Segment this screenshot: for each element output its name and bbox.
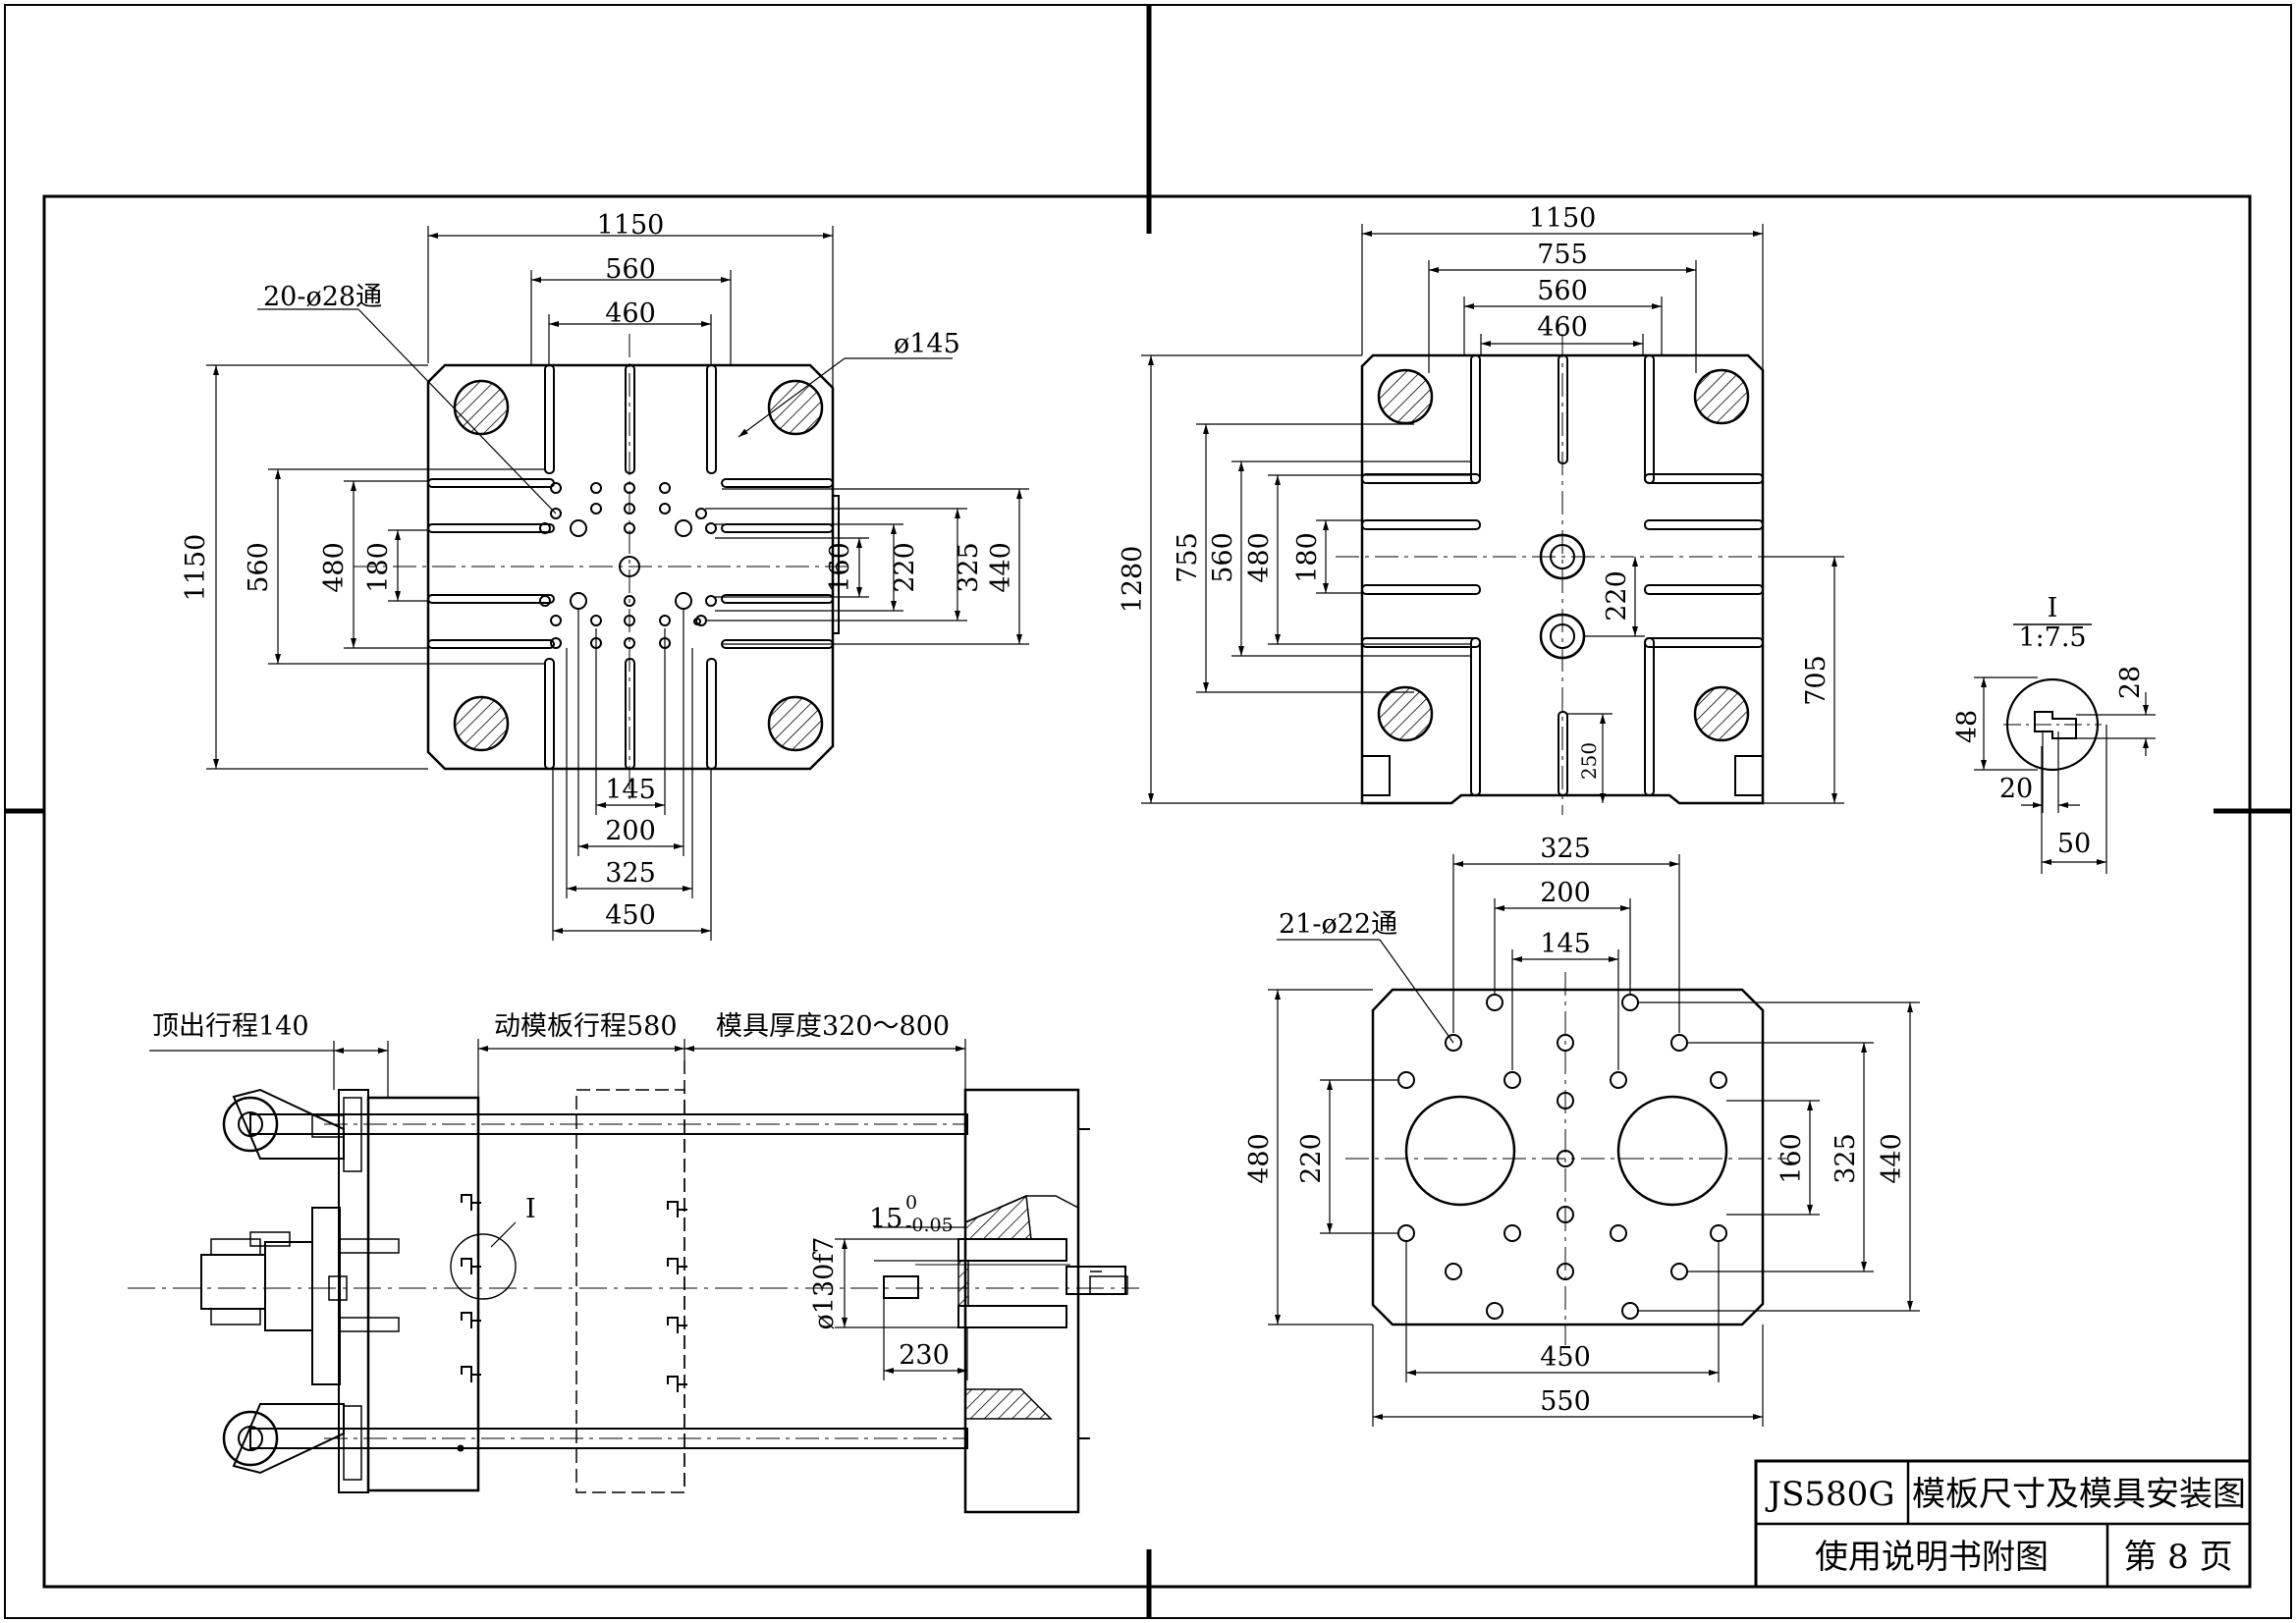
detail-dim-48: 48 <box>1952 710 1983 743</box>
detail-labels: I 1:7.5 48 28 20 50 <box>1952 593 2146 859</box>
mold-hole-note: 21-ø22通 <box>1279 909 1397 940</box>
fp-dim-left-755: 755 <box>1173 532 1203 583</box>
model-number: JS580G <box>1766 1475 1895 1514</box>
side-detail-ref: I <box>525 1194 536 1224</box>
tolerance-main: 15 <box>869 1204 902 1234</box>
fp-dim-left-560: 560 <box>1208 532 1238 583</box>
mold-dim-200: 200 <box>1540 878 1591 908</box>
side-diameter: ø130f7 <box>809 1237 840 1330</box>
fp-dim-250: 250 <box>1577 742 1601 780</box>
mp-dim-left-180: 180 <box>363 542 394 593</box>
mp-dim-right-440: 440 <box>986 542 1016 593</box>
fixed-platen-labels: 1150 755 560 460 1280 755 560 480 180 22… <box>1118 203 1831 780</box>
fp-dim-755: 755 <box>1537 240 1588 270</box>
mold-dim-550: 550 <box>1540 1386 1591 1417</box>
mold-dim-160: 160 <box>1777 1133 1807 1184</box>
side-view <box>128 1039 1139 1514</box>
detail-dim-28: 28 <box>2115 666 2146 699</box>
fp-tie-rod-holes <box>1377 368 1750 742</box>
tolerance-lower: -0.05 <box>905 1215 954 1236</box>
mold-dim-480: 480 <box>1244 1133 1275 1184</box>
mp-rod-note: ø145 <box>894 329 960 359</box>
moving-platen-dims <box>206 226 1029 941</box>
detail-dim-20: 20 <box>1999 774 2033 804</box>
mold-dim-450: 450 <box>1540 1342 1591 1373</box>
fp-dim-width: 1150 <box>1529 203 1597 234</box>
mold-plate-view <box>1268 854 1920 1427</box>
detail-view <box>1974 623 2156 874</box>
side-length: 230 <box>899 1340 950 1371</box>
fp-dim-705: 705 <box>1801 655 1831 706</box>
mp-dim-right-160: 160 <box>825 542 855 593</box>
mp-dim-bottom-145: 145 <box>605 775 656 805</box>
mp-dim-bottom-450: 450 <box>605 900 656 931</box>
side-t-slots <box>461 1194 687 1392</box>
mp-dim-560: 560 <box>605 254 656 285</box>
mp-hole-note: 20-ø28通 <box>263 282 382 312</box>
fp-dim-height: 1280 <box>1118 546 1148 614</box>
mold-dim-right-325: 325 <box>1831 1133 1861 1184</box>
title-block-text: JS580G 模板尺寸及模具安装图 使用说明书附图 第 8 页 <box>1766 1475 2246 1577</box>
page-number: 第 8 页 <box>2123 1538 2232 1577</box>
mp-dim-width: 1150 <box>597 210 665 241</box>
mold-dim-325: 325 <box>1540 834 1591 864</box>
fp-dim-left-180: 180 <box>1292 532 1323 583</box>
detail-name: I <box>2048 593 2058 623</box>
tie-rod-holes <box>453 379 824 752</box>
drawing-subtitle: 使用说明书附图 <box>1815 1538 2049 1577</box>
side-view-dims <box>149 1039 968 1380</box>
mp-dim-height: 1150 <box>181 534 211 602</box>
ejector-stroke-label: 顶出行程140 <box>152 1011 309 1042</box>
moving-stroke-label: 动模板行程580 <box>494 1011 678 1042</box>
sheet-frame <box>4 4 2292 1619</box>
mp-dim-460: 460 <box>605 298 656 329</box>
fp-dim-left-480: 480 <box>1244 532 1275 583</box>
mp-dim-bottom-200: 200 <box>605 816 656 846</box>
mp-dim-left-560: 560 <box>244 542 274 593</box>
mold-dim-220: 220 <box>1296 1133 1327 1184</box>
title-block <box>1754 1459 2252 1589</box>
detail-scale: 1:7.5 <box>2018 622 2086 653</box>
tolerance-upper: 0 <box>905 1192 917 1214</box>
mold-mounting-holes <box>539 482 717 649</box>
mold-plate-dims <box>1268 854 1920 1427</box>
mold-plate-labels: 325 200 145 21-ø22通 480 220 160 325 440 … <box>1244 834 1907 1417</box>
side-view-labels: 顶出行程140 动模板行程580 模具厚度320～800 I 15 0 -0.0… <box>152 1011 954 1371</box>
mold-thickness-label: 模具厚度320～800 <box>716 1011 950 1042</box>
drawing-title: 模板尺寸及模具安装图 <box>1912 1475 2246 1514</box>
moving-platen-labels: 1150 560 460 20-ø28通 ø145 1150 560 480 1… <box>181 210 1016 931</box>
mp-dim-bottom-325: 325 <box>605 858 656 889</box>
mp-holes <box>1397 994 1727 1320</box>
mp-dim-left-480: 480 <box>319 542 350 593</box>
fp-dim-460: 460 <box>1537 312 1588 343</box>
mold-dim-145: 145 <box>1540 929 1591 959</box>
fp-dim-560: 560 <box>1537 276 1588 306</box>
mold-dim-440: 440 <box>1877 1133 1907 1184</box>
detail-dim-50: 50 <box>2057 829 2091 859</box>
mp-dim-right-220: 220 <box>890 542 920 593</box>
fixed-platen-dims <box>1141 224 1844 804</box>
fp-dim-220: 220 <box>1602 570 1632 622</box>
mp-dim-right-325: 325 <box>954 542 984 593</box>
fixed-platen-view <box>1141 224 1844 815</box>
moving-platen-view <box>206 226 1029 941</box>
